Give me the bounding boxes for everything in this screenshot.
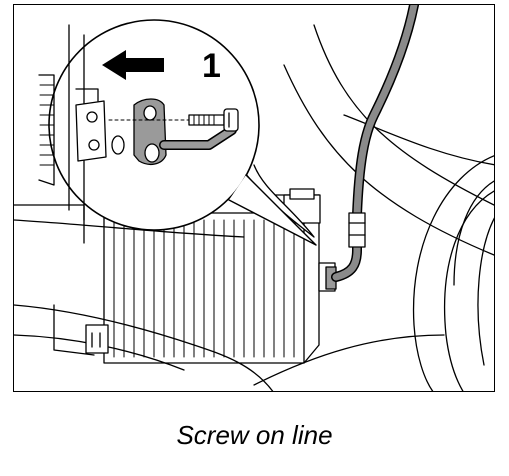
block-hole	[88, 139, 100, 151]
hose-line-fill	[332, 5, 418, 281]
drawing-frame: 1	[13, 4, 495, 392]
electrical-connector	[85, 324, 109, 354]
callout-contents	[38, 24, 239, 221]
hose-clamp	[348, 212, 366, 248]
callout-pointer	[228, 174, 317, 246]
cooler-fitting-cap	[289, 188, 315, 200]
tire-line	[453, 180, 494, 286]
ribbed-housing	[38, 74, 55, 186]
panel-line	[343, 114, 494, 166]
arrow-left-icon	[102, 50, 164, 80]
mounting-block	[75, 100, 107, 162]
o-ring	[111, 135, 125, 155]
bracket	[53, 304, 95, 356]
technical-drawing: 1	[14, 5, 494, 391]
body-contour	[313, 24, 494, 206]
wheel-arch-inner	[443, 190, 494, 391]
wheel-rim	[477, 217, 494, 366]
bumper-line	[14, 304, 274, 391]
cooler-fins	[113, 219, 295, 358]
figure-caption: Screw on line	[176, 420, 333, 450]
block-hole	[86, 111, 98, 123]
screw-head	[223, 108, 239, 132]
wheel-arch-outer	[412, 155, 494, 391]
lower-body-curve	[253, 334, 445, 386]
callout-label: 1	[202, 47, 221, 85]
